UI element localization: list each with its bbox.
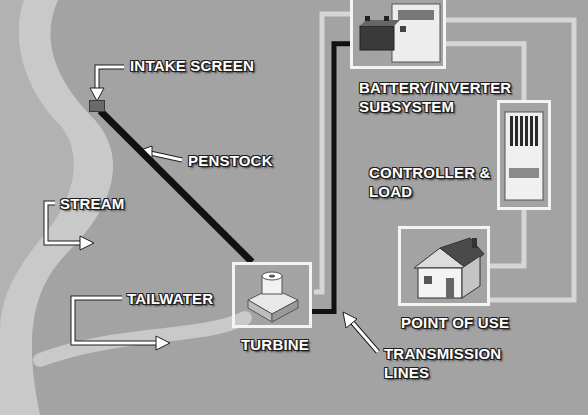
arrow-head [156, 336, 170, 350]
arrow-head [343, 312, 357, 328]
house-figure [414, 238, 484, 298]
node-label: BATTERY/INVERTER SUBSYSTEM [359, 78, 509, 116]
stream-inner [0, 0, 74, 330]
part-label: TAILWATER [127, 289, 213, 308]
leader-line [352, 322, 378, 352]
turbine-box: TURBINE [232, 262, 312, 328]
leader-outline [352, 322, 378, 352]
turbine-figure [248, 272, 298, 322]
node-label: CONTROLLER & LOAD [369, 163, 495, 201]
leader-line [97, 67, 124, 90]
node-label: TURBINE [235, 335, 315, 354]
leader-outline [97, 67, 124, 90]
part-label: STREAM [60, 194, 125, 213]
part-label: TRANSMISSION LINES [384, 344, 534, 382]
controller-box: CONTROLLER & LOAD [497, 100, 551, 210]
point-of-use-box: POINT OF USE [398, 226, 490, 306]
connector [100, 111, 252, 262]
battery-inverter-figure [360, 4, 440, 62]
node-label: INTAKE SCREEN [130, 56, 254, 75]
part-label: PENSTOCK [188, 151, 273, 170]
leader-outline [150, 153, 182, 160]
connector [490, 210, 524, 266]
battery-inverter-box: BATTERY/INVERTER SUBSYSTEM [350, 0, 446, 69]
intake-screen: INTAKE SCREEN [89, 100, 105, 112]
controller-figure [505, 112, 543, 200]
node-label: POINT OF USE [401, 313, 531, 332]
leader-line [150, 153, 182, 160]
arrow-head [80, 236, 94, 250]
connector [312, 44, 350, 312]
